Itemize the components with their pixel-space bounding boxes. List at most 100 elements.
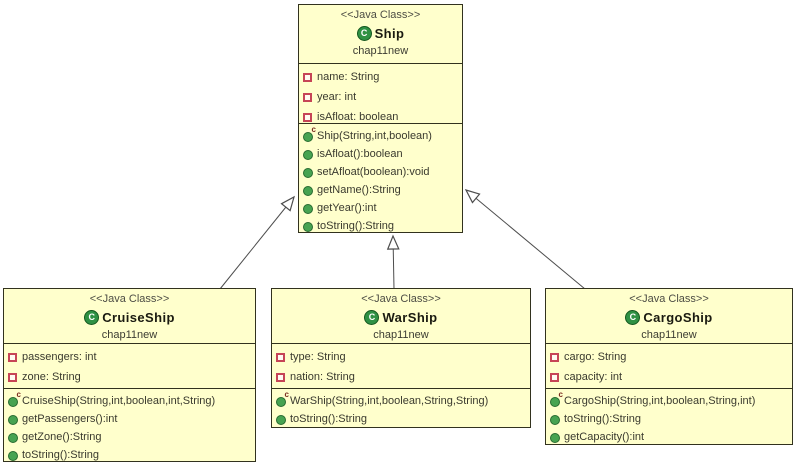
method-row[interactable]: toString():String	[550, 410, 790, 428]
class-name-row: C CargoShip	[546, 307, 792, 327]
package-label: chap11new	[101, 329, 158, 341]
method-row[interactable]: toString():String	[276, 410, 528, 427]
field-row[interactable]: cargo: String	[550, 347, 790, 367]
method-row[interactable]: c CruiseShip(String,int,boolean,int,Stri…	[8, 390, 253, 410]
fields-compartment: cargo: String capacity: int	[546, 343, 792, 388]
stereotype-label: <<Java Class>>	[361, 293, 441, 305]
field-row[interactable]: type: String	[276, 347, 528, 367]
method-row[interactable]: setAfloat(boolean):void	[303, 163, 460, 181]
field-row[interactable]: nation: String	[276, 367, 528, 387]
public-method-icon	[8, 432, 18, 443]
public-method-icon	[303, 185, 313, 196]
method-label: setAfloat(boolean):void	[317, 166, 430, 178]
field-icon	[8, 352, 17, 362]
class-header: <<Java Class>> C CargoShip chap11new	[546, 289, 792, 343]
field-icon	[550, 372, 559, 382]
methods-compartment: c WarShip(String,int,boolean,String,Stri…	[272, 388, 530, 427]
class-box-cargoship[interactable]: <<Java Class>> C CargoShip chap11new car…	[545, 288, 793, 445]
field-label: capacity: int	[564, 371, 623, 383]
package-label: chap11new	[352, 45, 409, 57]
constructor-icon: c	[276, 390, 289, 407]
class-box-ship[interactable]: <<Java Class>> C Ship chap11new name: St…	[298, 4, 463, 233]
public-method-icon	[276, 414, 286, 425]
field-label: nation: String	[290, 371, 355, 383]
methods-compartment: c CruiseShip(String,int,boolean,int,Stri…	[4, 388, 255, 461]
method-label: getZone():String	[22, 431, 102, 443]
class-name: CruiseShip	[102, 309, 175, 325]
package-label: chap11new	[641, 329, 697, 341]
class-name: CargoShip	[643, 309, 713, 325]
fields-compartment: type: String nation: String	[272, 343, 530, 388]
field-icon	[303, 72, 312, 82]
field-label: year: int	[317, 91, 357, 103]
class-name-row: C CruiseShip	[4, 307, 255, 327]
stereotype-label: <<Java Class>>	[629, 293, 709, 305]
class-name-row: C WarShip	[272, 307, 530, 327]
field-row[interactable]: year: int	[303, 87, 460, 107]
method-label: Ship(String,int,boolean)	[317, 130, 432, 142]
field-icon	[303, 112, 312, 122]
method-label: CargoShip(String,int,boolean,String,int)	[564, 395, 756, 407]
method-row[interactable]: getYear():int	[303, 199, 460, 217]
field-row[interactable]: isAfloat: boolean	[303, 107, 460, 123]
method-row[interactable]: isAfloat():boolean	[303, 145, 460, 163]
public-method-icon	[303, 167, 313, 178]
stereotype-label: <<Java Class>>	[340, 9, 421, 21]
method-label: getPassengers():int	[22, 413, 118, 425]
constructor-icon: c	[550, 390, 563, 407]
class-box-cruiseship[interactable]: <<Java Class>> C CruiseShip chap11new pa…	[3, 288, 256, 462]
field-row[interactable]: zone: String	[8, 367, 253, 387]
method-label: getName():String	[317, 184, 401, 196]
method-label: toString():String	[22, 449, 100, 461]
stereotype-label: <<Java Class>>	[89, 293, 170, 305]
method-row[interactable]: getPassengers():int	[8, 410, 253, 428]
method-row[interactable]: toString():String	[303, 217, 460, 232]
public-method-icon	[550, 414, 560, 425]
field-label: name: String	[317, 71, 380, 83]
class-header: <<Java Class>> C Ship chap11new	[299, 5, 462, 63]
field-row[interactable]: capacity: int	[550, 367, 790, 387]
method-label: CruiseShip(String,int,boolean,int,String…	[22, 395, 216, 407]
generalization-arrow-cruiseship-to-ship[interactable]	[219, 195, 295, 290]
field-row[interactable]: name: String	[303, 67, 460, 87]
method-label: toString():String	[564, 413, 642, 425]
field-label: zone: String	[22, 371, 81, 383]
method-row[interactable]: toString():String	[8, 446, 253, 461]
field-row[interactable]: passengers: int	[8, 347, 253, 367]
generalization-arrow-warship-to-ship[interactable]	[386, 234, 400, 290]
method-row[interactable]: c Ship(String,int,boolean)	[303, 125, 460, 145]
method-label: toString():String	[317, 220, 395, 232]
field-label: isAfloat: boolean	[317, 111, 399, 123]
methods-compartment: c CargoShip(String,int,boolean,String,in…	[546, 388, 792, 444]
class-box-warship[interactable]: <<Java Class>> C WarShip chap11new type:…	[271, 288, 531, 428]
constructor-icon: c	[303, 125, 316, 142]
field-icon	[276, 372, 285, 382]
field-icon	[303, 92, 312, 102]
class-name: Ship	[374, 25, 405, 41]
fields-compartment: name: String year: int isAfloat: boolean	[299, 63, 462, 123]
public-method-icon	[8, 450, 18, 461]
public-method-icon	[8, 414, 18, 425]
public-method-icon	[550, 432, 560, 443]
generalization-arrow-cargoship-to-ship[interactable]	[464, 189, 586, 290]
method-label: getCapacity():int	[564, 431, 645, 443]
method-row[interactable]: c CargoShip(String,int,boolean,String,in…	[550, 390, 790, 410]
method-label: WarShip(String,int,boolean,String,String…	[290, 395, 489, 407]
method-label: isAfloat():boolean	[317, 148, 403, 160]
constructor-icon: c	[8, 390, 21, 407]
class-name-row: C Ship	[299, 23, 462, 43]
method-row[interactable]: getZone():String	[8, 428, 253, 446]
public-method-icon	[303, 149, 313, 160]
class-header: <<Java Class>> C CruiseShip chap11new	[4, 289, 255, 343]
java-class-icon: C	[625, 309, 641, 325]
public-method-icon	[303, 221, 313, 232]
field-icon	[276, 352, 285, 362]
method-row[interactable]: getName():String	[303, 181, 460, 199]
method-row[interactable]: getCapacity():int	[550, 428, 790, 444]
method-label: getYear():int	[317, 202, 377, 214]
method-label: toString():String	[290, 413, 368, 425]
field-label: type: String	[290, 351, 346, 363]
methods-compartment: c Ship(String,int,boolean) isAfloat():bo…	[299, 123, 462, 232]
method-row[interactable]: c WarShip(String,int,boolean,String,Stri…	[276, 390, 528, 410]
